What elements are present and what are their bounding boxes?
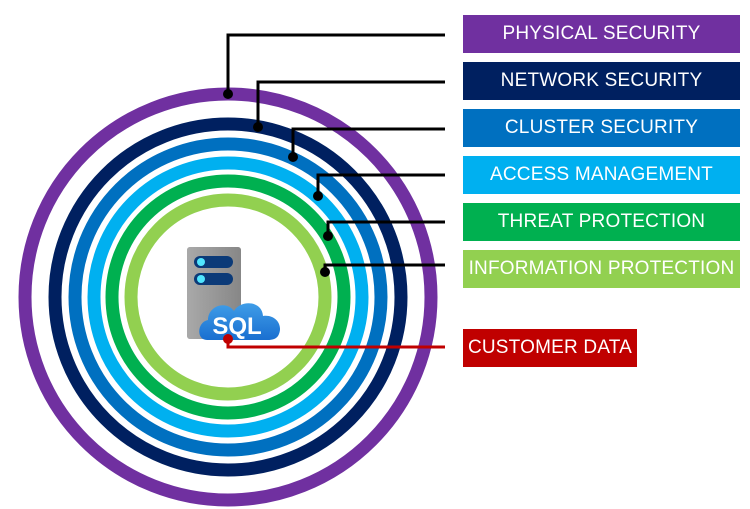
connector-dot-cluster-security bbox=[288, 152, 298, 162]
connector-dot-physical-security bbox=[223, 89, 233, 99]
ring-cluster-security bbox=[68, 137, 388, 457]
server-slot-2 bbox=[194, 273, 233, 285]
connectors-group bbox=[223, 33, 445, 349]
label-network-security: NETWORK SECURITY bbox=[463, 62, 740, 100]
ring-threat-protection bbox=[105, 174, 351, 420]
label-physical-security: PHYSICAL SECURITY bbox=[463, 15, 740, 53]
sql-database-cloud-icon: SQL bbox=[187, 247, 281, 340]
connector-network-security bbox=[256, 80, 445, 127]
sql-label: SQL bbox=[212, 313, 261, 340]
ring-access-management bbox=[87, 156, 369, 438]
label-threat-protection: THREAT PROTECTION bbox=[463, 203, 740, 241]
connector-dot-access-management bbox=[313, 191, 323, 201]
connector-dot-information-protection bbox=[320, 267, 330, 277]
label-customer-data: CUSTOMER DATA bbox=[463, 329, 637, 367]
label-cluster-security: CLUSTER SECURITY bbox=[463, 109, 740, 147]
label-information-protection: INFORMATION PROTECTION bbox=[463, 250, 740, 288]
connector-dot-threat-protection bbox=[323, 231, 333, 241]
cloud-shape bbox=[199, 303, 281, 340]
server-led-2 bbox=[197, 275, 205, 283]
connector-access-management bbox=[316, 173, 445, 196]
ring-information-protection bbox=[124, 193, 332, 401]
connector-dot-customer-data bbox=[223, 334, 233, 344]
connector-physical-security bbox=[226, 33, 445, 94]
ring-network-security bbox=[48, 117, 408, 477]
server-led-1 bbox=[197, 258, 205, 266]
connector-dot-network-security bbox=[253, 122, 263, 132]
connector-cluster-security bbox=[291, 127, 445, 157]
server-slot-1 bbox=[194, 256, 233, 268]
label-access-management: ACCESS MANAGEMENT bbox=[463, 156, 740, 194]
